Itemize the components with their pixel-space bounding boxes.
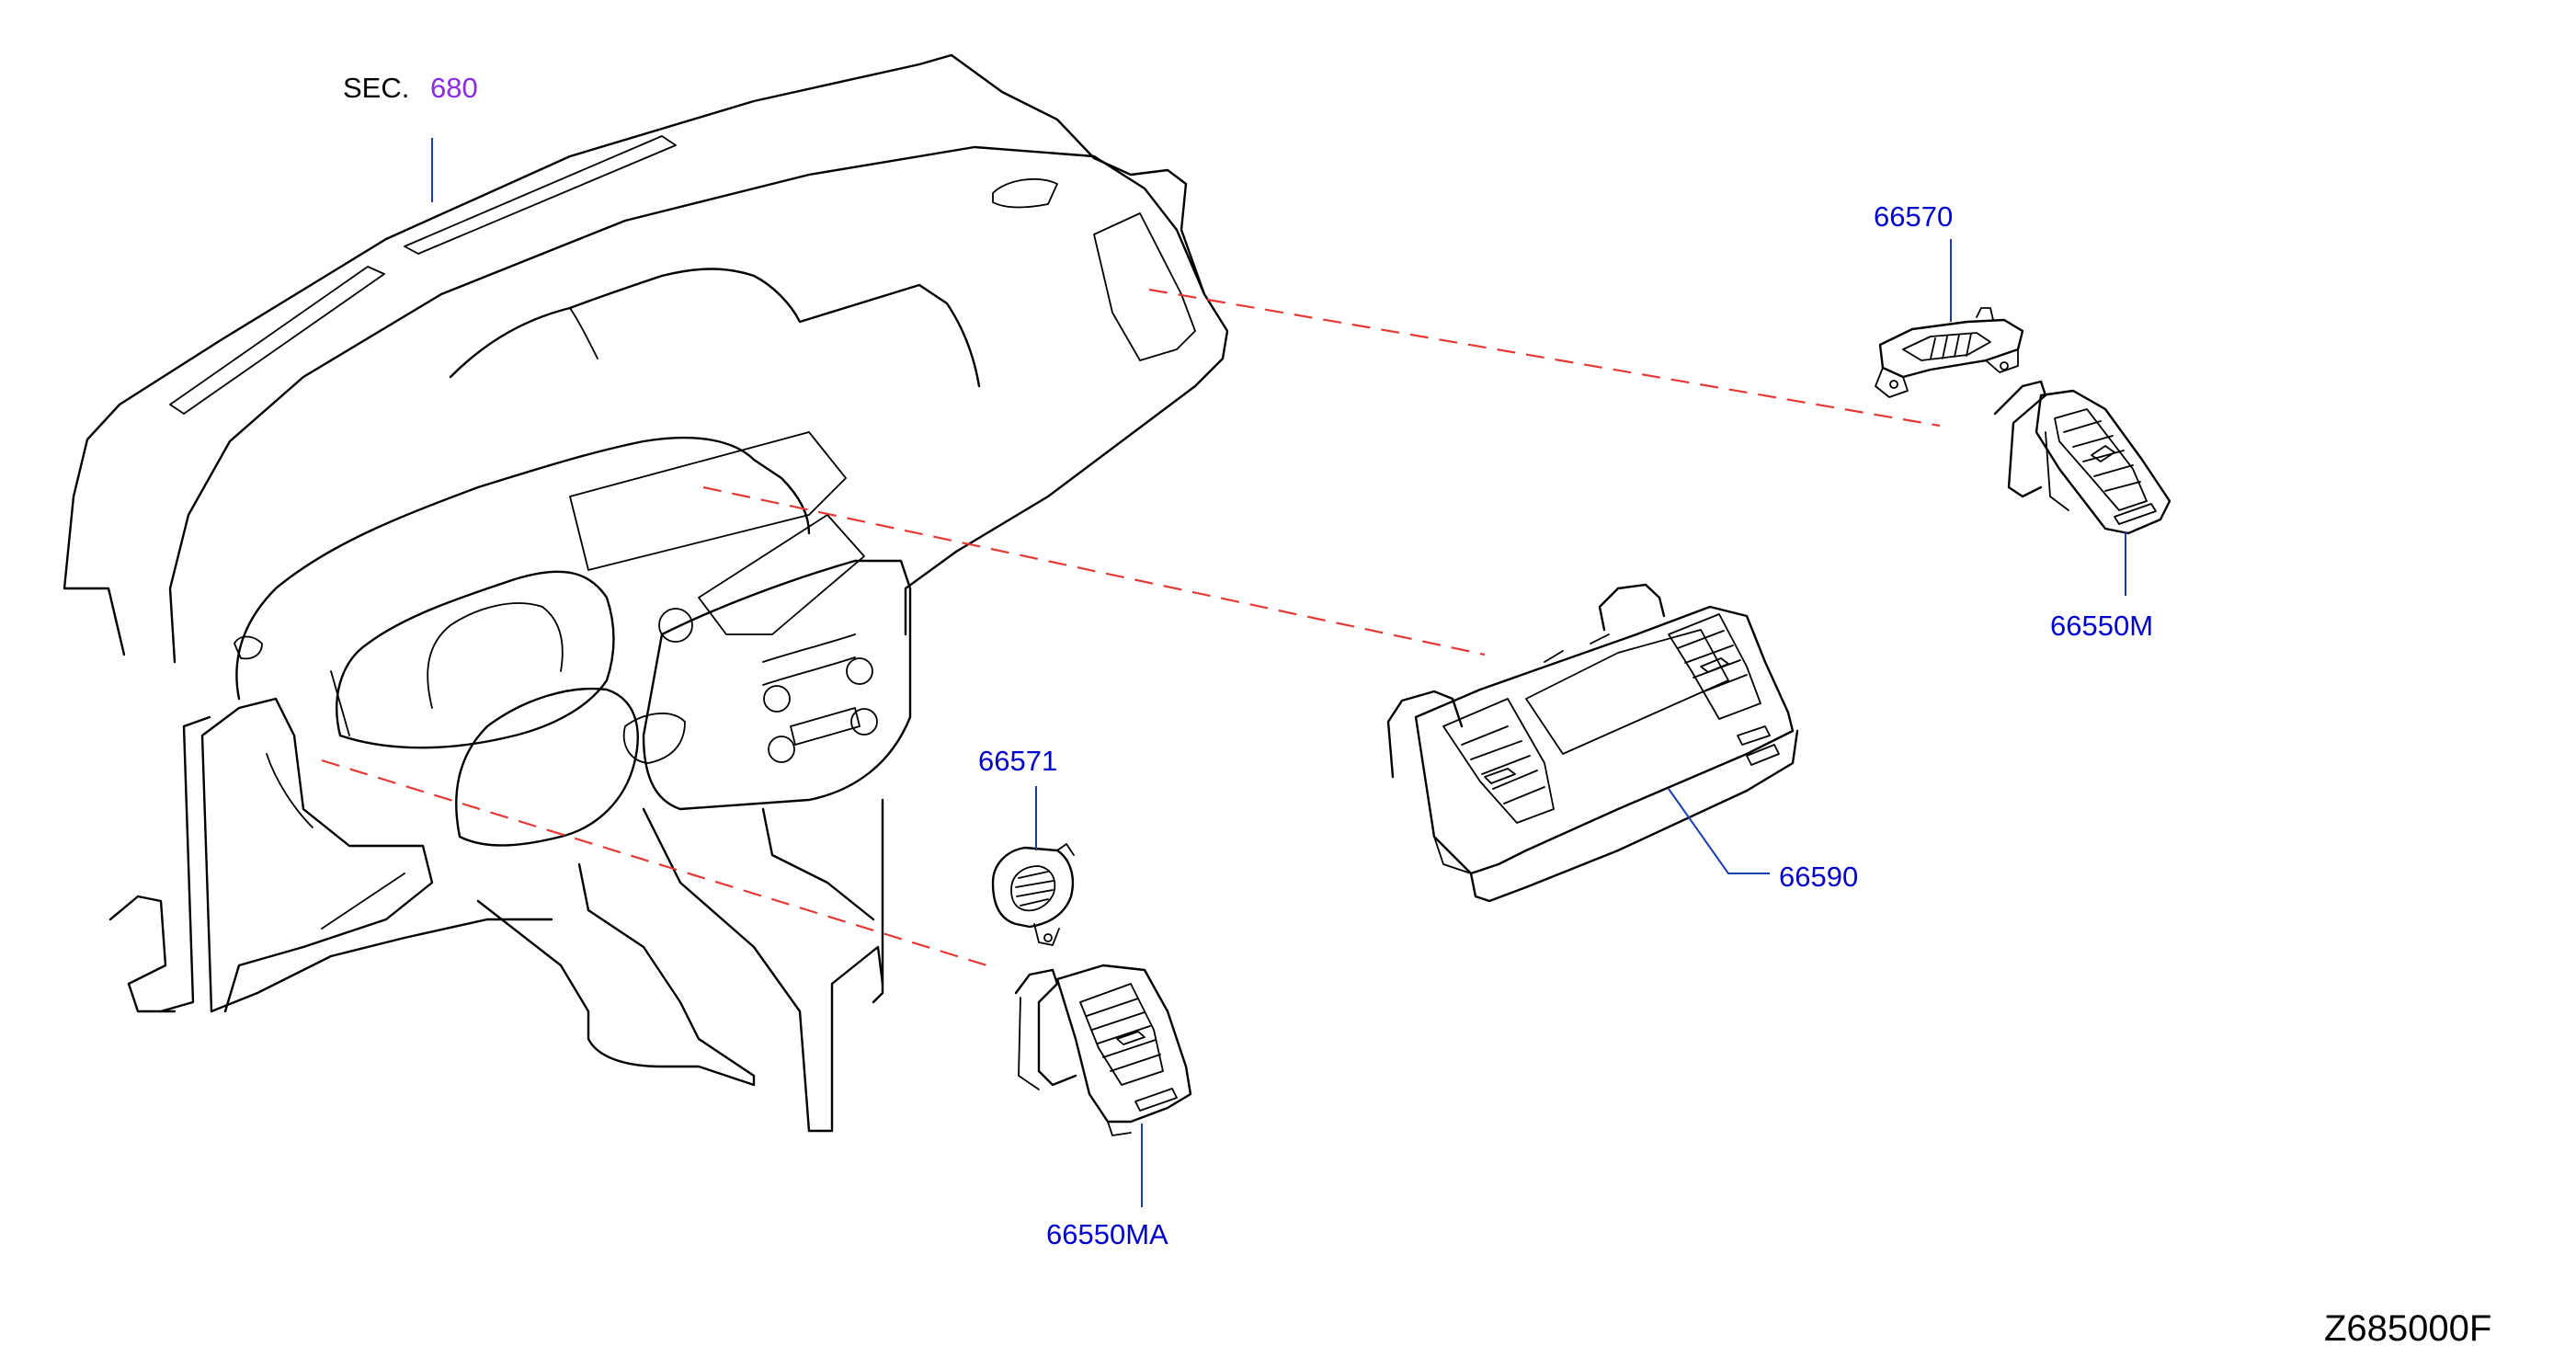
section-number-link[interactable]: 680 [429,72,478,104]
section-reference: SEC. 680 [343,74,478,102]
part-66571-drawing [991,843,1075,946]
part-label-66550MA[interactable]: 66550MA [1046,1218,1168,1250]
part-label-66571[interactable]: 66571 [978,745,1058,777]
leader-lines [431,138,2126,1207]
section-prefix: SEC. [343,72,410,104]
instrument-panel-drawing [63,53,1229,1133]
part-66550MA-drawing [1014,964,1192,1136]
part-label-66590[interactable]: 66590 [1779,861,1859,893]
part-66550M-drawing [1993,380,2171,535]
part-66590-drawing [1386,583,1799,903]
part-66570-drawing [1875,307,2024,398]
drawing-code: Z685000F [2324,1308,2492,1349]
part-label-66570[interactable]: 66570 [1874,200,1954,233]
phantom-lines [321,288,1941,969]
part-label-66550M[interactable]: 66550M [2050,610,2154,642]
